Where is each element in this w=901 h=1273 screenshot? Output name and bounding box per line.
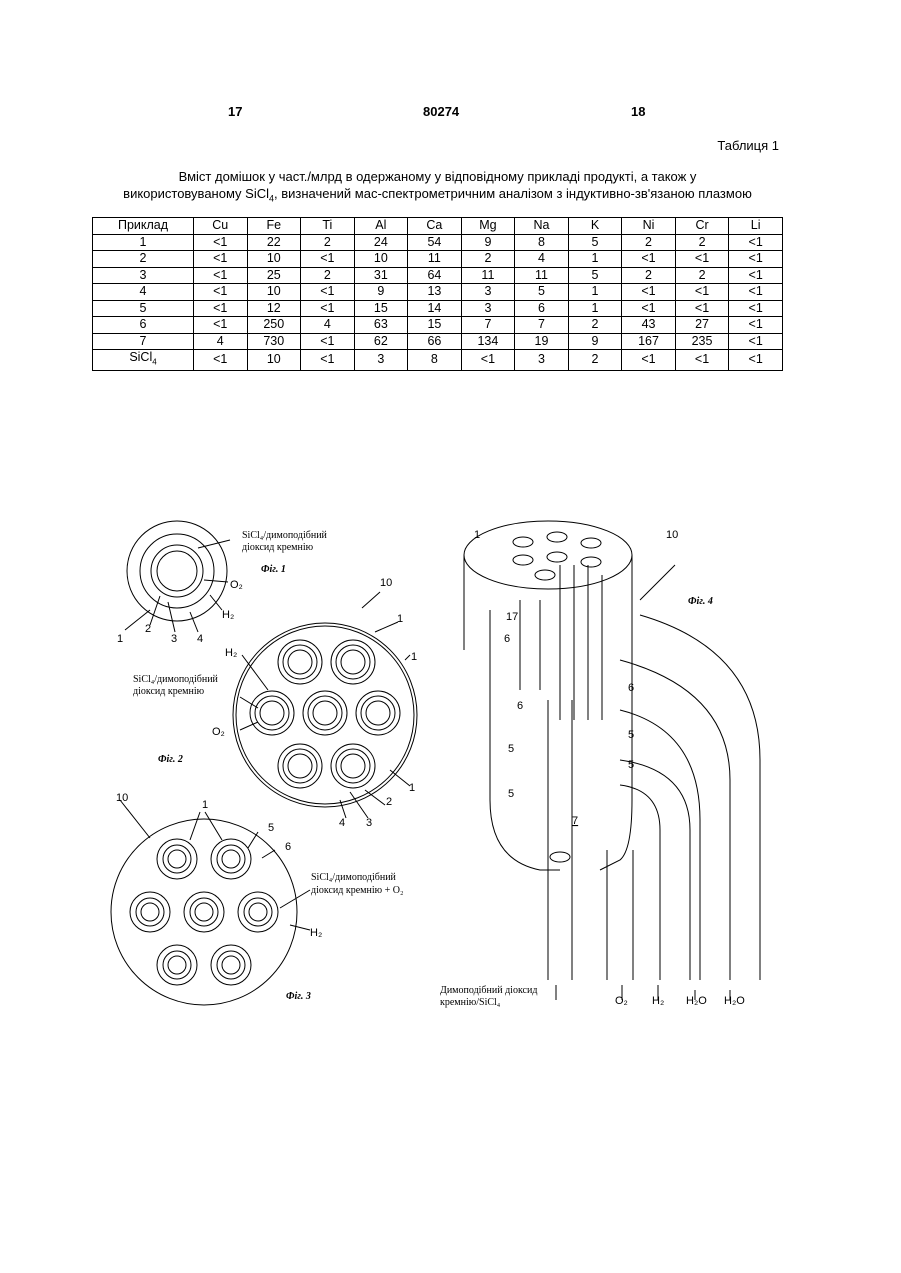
fig4-ref-5c: 5 [628, 759, 634, 771]
tube-ring [244, 898, 272, 926]
fig2-drawing [233, 592, 417, 818]
fig2-ref-1b: 1 [411, 651, 417, 663]
fig4-ref-6a: 6 [504, 633, 510, 645]
fig3-ref-5: 5 [268, 822, 274, 834]
fig3-ref-1: 1 [202, 799, 208, 811]
fig2-ref-1c: 1 [409, 782, 415, 794]
fig4-inlet-1: Димоподібний діоксид [440, 985, 537, 996]
tube-ring [341, 754, 365, 778]
fig2-ref-4: 4 [339, 817, 345, 829]
tube-ring [303, 691, 347, 735]
tube-ring [222, 956, 240, 974]
fig4-ref-10: 10 [666, 529, 678, 541]
tube-ring [260, 701, 284, 725]
tube-ring [190, 898, 218, 926]
fig2-ref-3: 3 [366, 817, 372, 829]
tube-ring [366, 701, 390, 725]
tube-ring [288, 754, 312, 778]
tube-ring [356, 691, 400, 735]
fig4-ref-6b: 6 [628, 682, 634, 694]
fig2-label-2: діоксид кремнію [133, 686, 205, 697]
tube-ring [278, 744, 322, 788]
tube-ring [250, 691, 294, 735]
fig4-caption: Фіг. 4 [688, 596, 713, 607]
fig1-label-2: діоксид кремнію [242, 542, 314, 553]
fig4-ref-5d: 5 [508, 788, 514, 800]
fig4-h2o-b: H₂O [724, 995, 745, 1007]
fig3-h2: H₂ [310, 927, 322, 939]
fig4-ref-5b: 5 [628, 729, 634, 741]
tube-ring [163, 951, 191, 979]
fig4-o2: O₂ [615, 995, 628, 1007]
fig1-ref-3: 3 [171, 633, 177, 645]
fig2-label-1: SiCl₄/димоподібний [133, 674, 219, 685]
fig4-ref-1: 1 [474, 529, 480, 541]
tube-ring [341, 650, 365, 674]
fig3-label-2: діоксид кремнію + O₂ [311, 885, 403, 896]
tube-ring [136, 898, 164, 926]
tube-ring [163, 845, 191, 873]
fig2-ref-2: 2 [386, 796, 392, 808]
tube-ring [141, 903, 159, 921]
tube-ring [288, 650, 312, 674]
fig3-label-1: SiCl₄/димоподібний [311, 872, 397, 883]
tube-ring [278, 640, 322, 684]
fig1-drawing [125, 521, 230, 632]
fig2-ref-1a: 1 [397, 613, 403, 625]
fig1-ref-2: 2 [145, 623, 151, 635]
fig3-drawing [111, 800, 310, 1005]
tube-ring [217, 845, 245, 873]
fig1-h2: H₂ [222, 609, 234, 621]
tube-ring [249, 903, 267, 921]
fig3-ref-6: 6 [285, 841, 291, 853]
fig3-ref-10: 10 [116, 792, 128, 804]
tube-ring [168, 956, 186, 974]
fig2-h2: H₂ [225, 647, 237, 659]
tube-ring [222, 850, 240, 868]
fig1-o2: O₂ [230, 579, 243, 591]
fig4-h2: H₂ [652, 995, 664, 1007]
fig1-ref-4: 4 [197, 633, 203, 645]
fig1-caption: Фіг. 1 [261, 564, 286, 575]
tube-ring [313, 701, 337, 725]
fig4-ref-7: 7 [572, 815, 578, 827]
fig4-ref-5a: 5 [508, 743, 514, 755]
fig2-o2: O₂ [212, 726, 225, 738]
fig4-h2o-a: H₂O [686, 995, 707, 1007]
fig4-ref-6c: 6 [517, 700, 523, 712]
fig4-ref-17: 17 [506, 611, 518, 623]
tube-ring [168, 850, 186, 868]
tube-ring [195, 903, 213, 921]
fig4-drawing [464, 521, 760, 1000]
tube-ring [331, 744, 375, 788]
fig4-inlet-2: кремнію/SiCl₄ [440, 997, 501, 1008]
fig2-ref-10: 10 [380, 577, 392, 589]
fig2-caption: Фіг. 2 [158, 754, 183, 765]
fig1-ref-1: 1 [117, 633, 123, 645]
tube-ring [217, 951, 245, 979]
fig3-caption: Фіг. 3 [286, 991, 311, 1002]
tube-ring [331, 640, 375, 684]
fig1-label-1: SiCl₄/димоподібний [242, 530, 328, 541]
